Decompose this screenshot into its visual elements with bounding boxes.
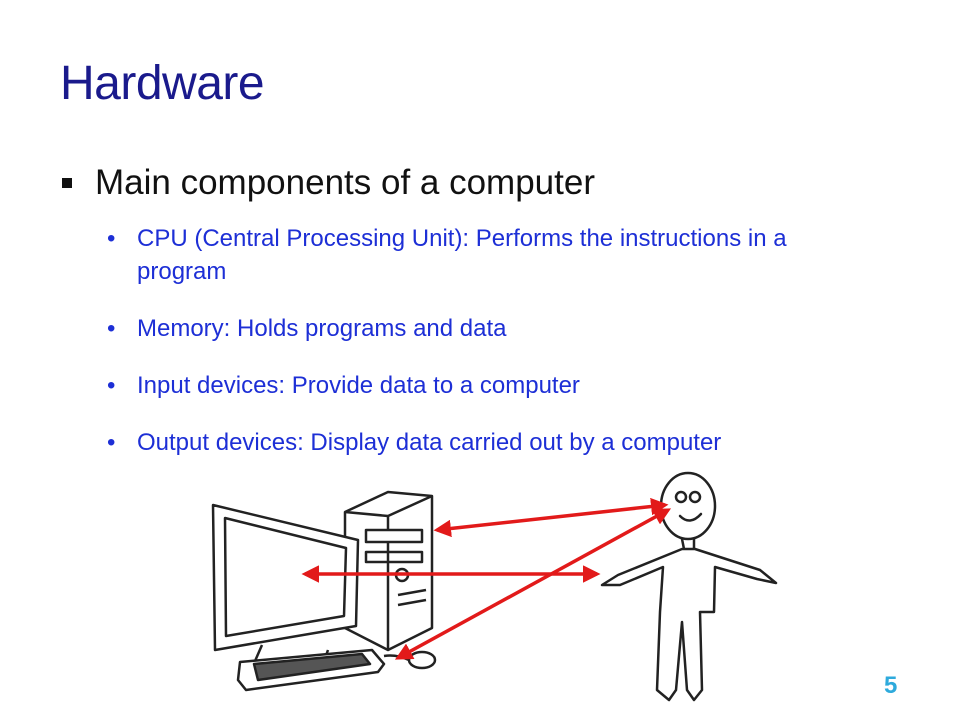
- sub-bullet-text: Memory: Holds programs and data: [137, 315, 507, 342]
- sub-bullet-list: •CPU (Central Processing Unit): Performs…: [107, 222, 807, 483]
- main-bullet-text: Main components of a computer: [95, 163, 595, 202]
- sub-bullet-cpu: •CPU (Central Processing Unit): Performs…: [107, 225, 787, 285]
- sub-bullet-text: CPU (Central Processing Unit): Performs …: [137, 225, 787, 285]
- sub-bullet-input: •Input devices: Provide data to a comput…: [107, 372, 580, 399]
- slide-title: Hardware: [60, 57, 265, 110]
- keyboard-icon: [236, 648, 386, 692]
- sub-bullet-text: Output devices: Display data carried out…: [137, 429, 722, 456]
- sub-bullet-memory: •Memory: Holds programs and data: [107, 315, 507, 342]
- monitor-icon: [211, 503, 360, 677]
- sub-bullet-text: Input devices: Provide data to a compute…: [137, 372, 580, 399]
- arrow-keyboard-person: [394, 508, 672, 660]
- mouse-icon: [383, 650, 437, 670]
- stick-person-icon: [600, 471, 778, 702]
- sub-bullet-output: •Output devices: Display data carried ou…: [107, 429, 722, 456]
- square-bullet-icon: [62, 178, 72, 188]
- arrows: [301, 497, 672, 660]
- page-number: 5: [884, 672, 898, 699]
- arrow-memory-person: [433, 497, 669, 538]
